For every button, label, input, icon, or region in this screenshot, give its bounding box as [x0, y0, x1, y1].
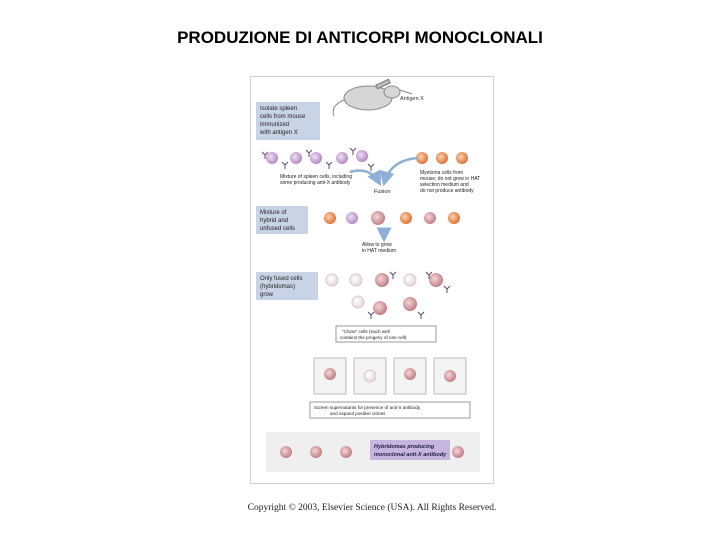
spleen-caption: Mixture of spleen cells, including some … [280, 174, 353, 186]
fusion-label: Fusion [374, 189, 391, 195]
hat-label: Allow to grow in HAT medium [362, 242, 396, 254]
antigen-label: Antigen X [400, 96, 424, 102]
monoclonal-antibody-diagram: Antigen X Isolate spleen cells from mous… [250, 76, 494, 484]
myeloma-cells [416, 152, 468, 164]
copyright-text: Copyright © 2003, Elsevier Science (USA)… [0, 503, 720, 513]
page-title: PRODUZIONE DI ANTICORPI MONOCLONALI [0, 28, 720, 48]
